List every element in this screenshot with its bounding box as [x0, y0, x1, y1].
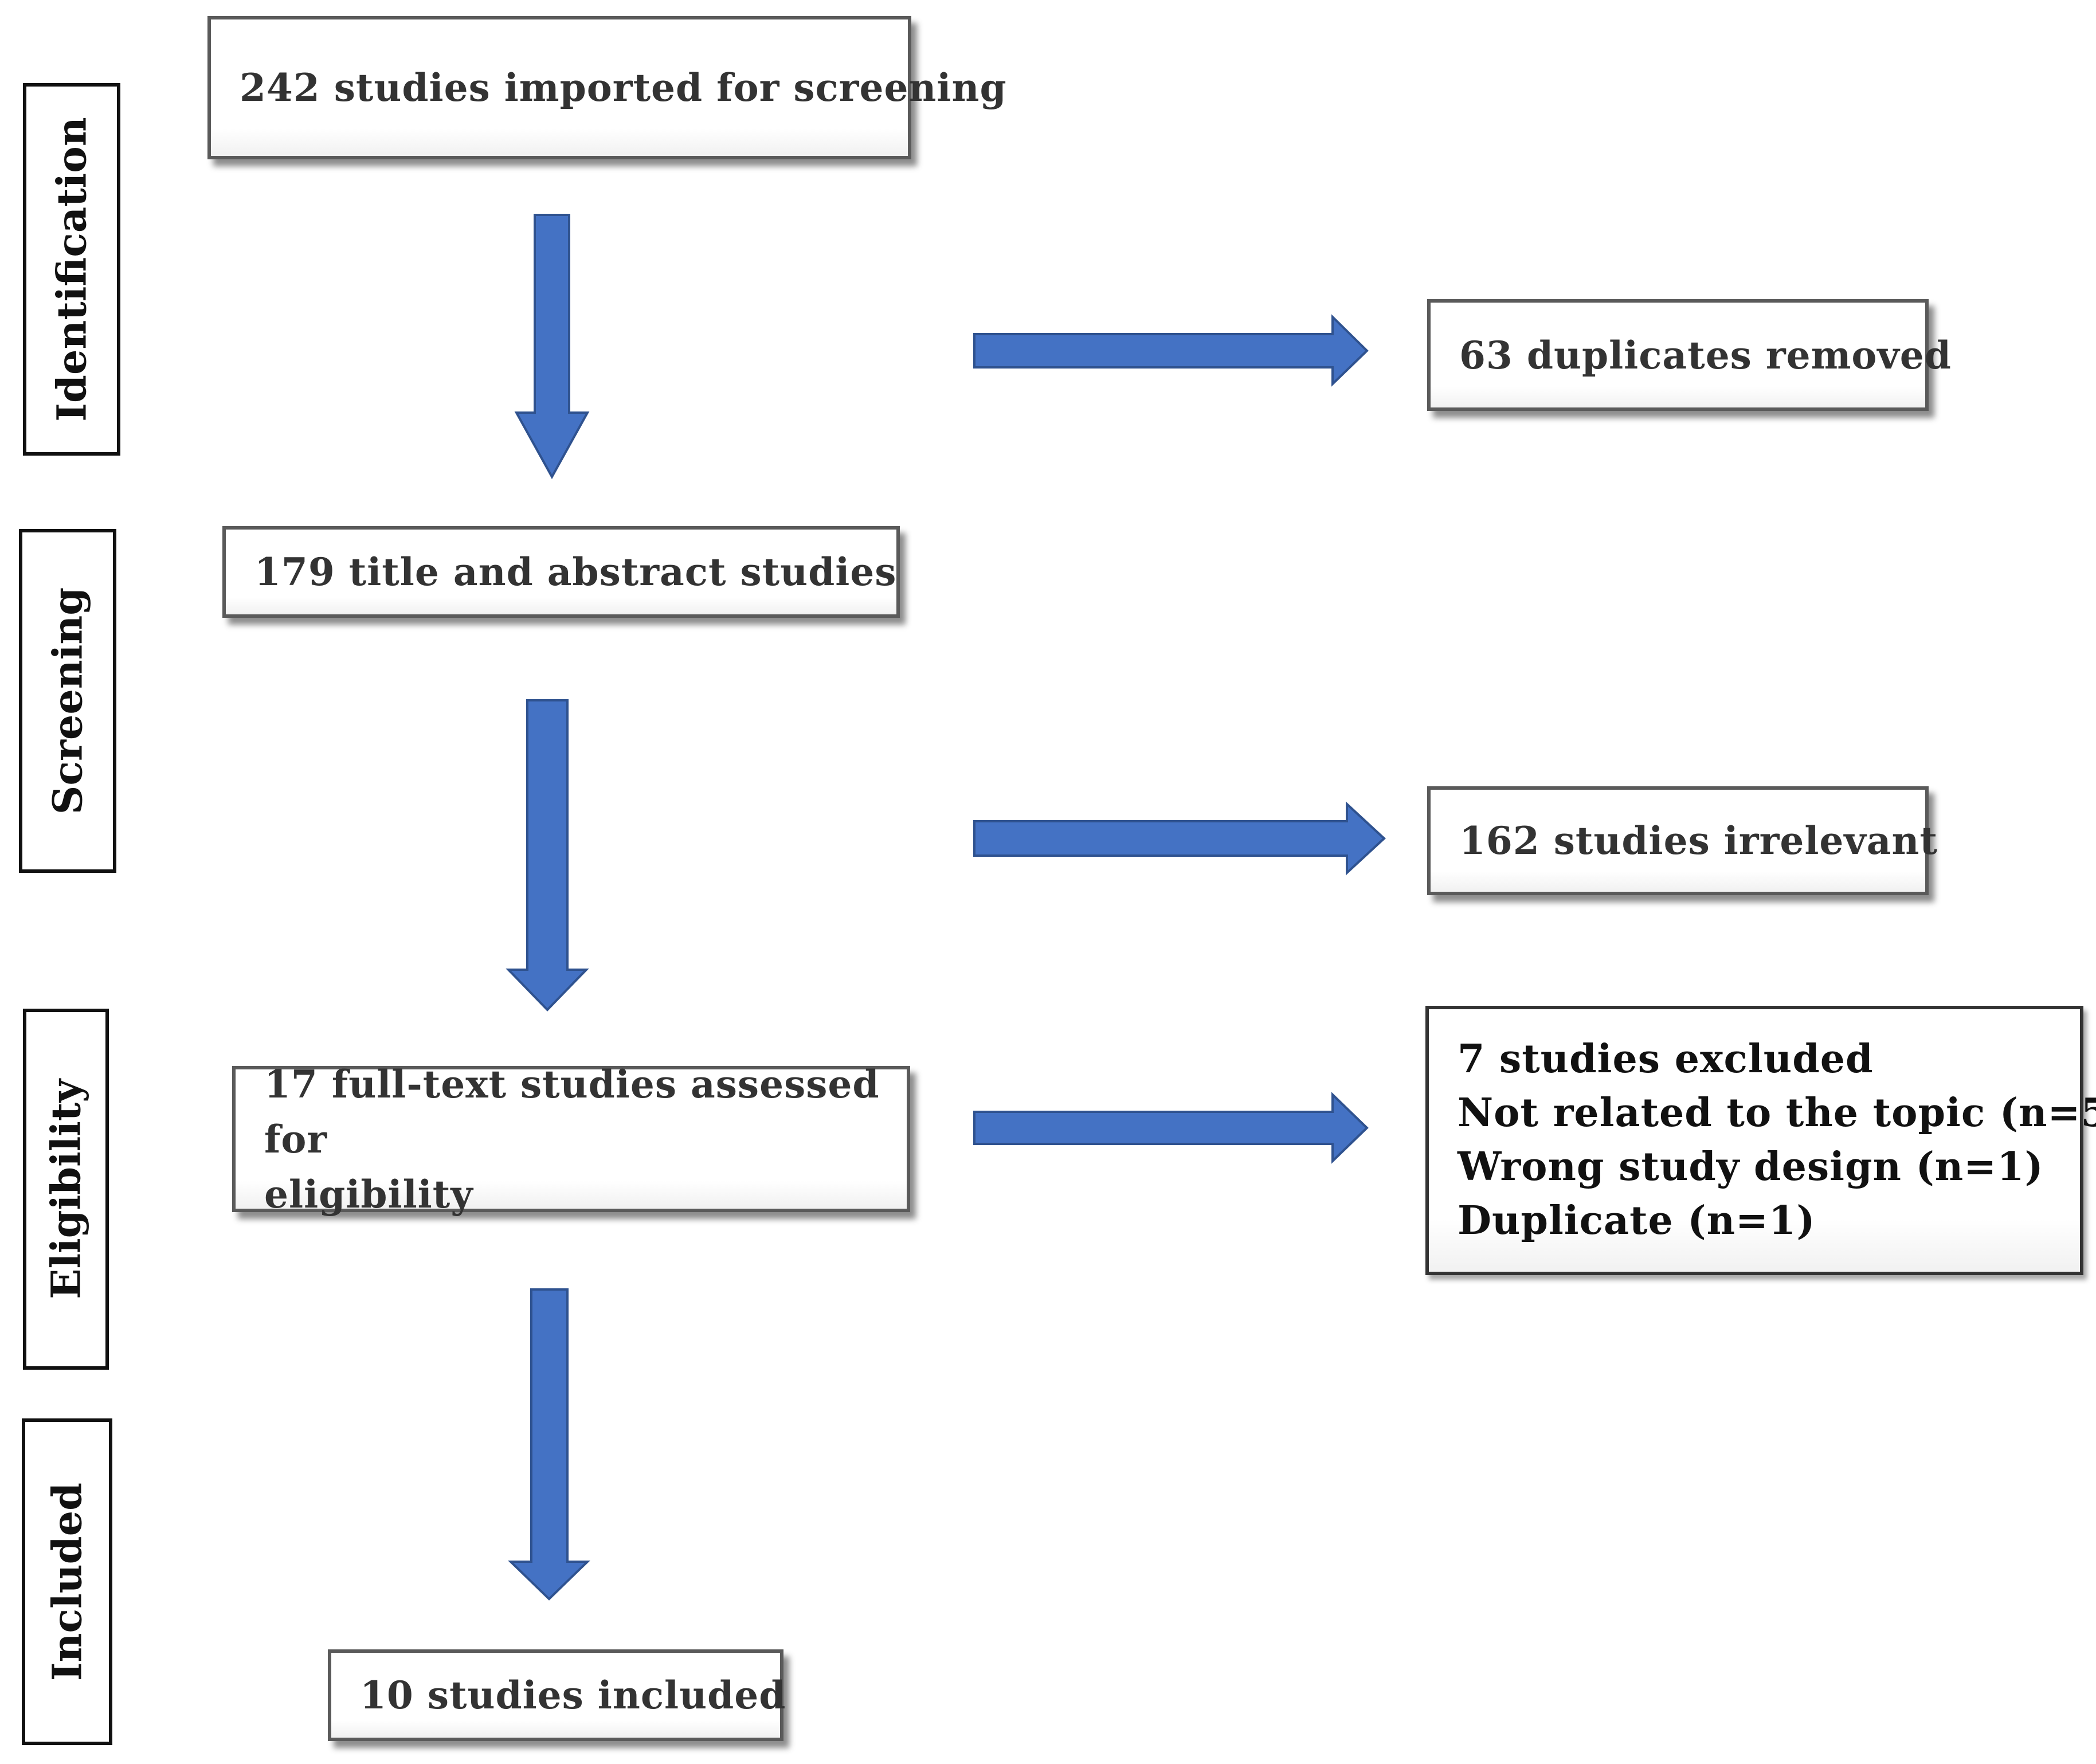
arrow-down-screening: [506, 699, 589, 1012]
box-studies-included: 10 studies included: [328, 1649, 786, 1741]
box-title-abstract-text: 179 title and abstract studies: [254, 550, 897, 594]
box-studies-irrelevant: 162 studies irrelevant: [1427, 786, 1937, 895]
arrow-right-duplicates: [973, 314, 1369, 387]
box-duplicates-removed: 63 duplicates removed: [1427, 299, 1951, 411]
box-fulltext-assessed-line2: eligibility: [264, 1171, 473, 1217]
box-studies-excluded: 7 studies excluded Not related to the to…: [1425, 1006, 2096, 1275]
excluded-reason-topic: Not related to the topic (n=5): [1458, 1090, 2096, 1136]
box-fulltext-assessed: 17 full-text studies assessed for eligib…: [232, 1062, 910, 1217]
box-duplicates-removed-text: 63 duplicates removed: [1459, 332, 1952, 378]
arrow-down-eligibility: [508, 1288, 590, 1601]
box-studies-imported: 242 studies imported for screening: [207, 16, 1006, 159]
box-studies-imported-text: 242 studies imported for screening: [240, 65, 1007, 110]
box-title-abstract: 179 title and abstract studies: [222, 526, 900, 618]
stage-screening: Screening: [19, 529, 116, 873]
arrow-down-identification: [514, 214, 590, 480]
excluded-reason-duplicate: Duplicate (n=1): [1458, 1198, 1816, 1244]
box-studies-included-text: 10 studies included: [360, 1673, 786, 1718]
stage-included: Included: [22, 1418, 112, 1745]
box-studies-irrelevant-text: 162 studies irrelevant: [1459, 818, 1938, 863]
arrow-right-excluded: [973, 1092, 1369, 1164]
arrow-right-irrelevant: [973, 801, 1386, 876]
stage-eligibility: Eligibility: [23, 1009, 109, 1370]
excluded-title: 7 studies excluded: [1458, 1036, 1874, 1082]
box-fulltext-assessed-line1: 17 full-text studies assessed for: [264, 1061, 880, 1162]
stage-identification: Identification: [23, 83, 120, 456]
excluded-reason-design: Wrong study design (n=1): [1458, 1144, 2044, 1190]
